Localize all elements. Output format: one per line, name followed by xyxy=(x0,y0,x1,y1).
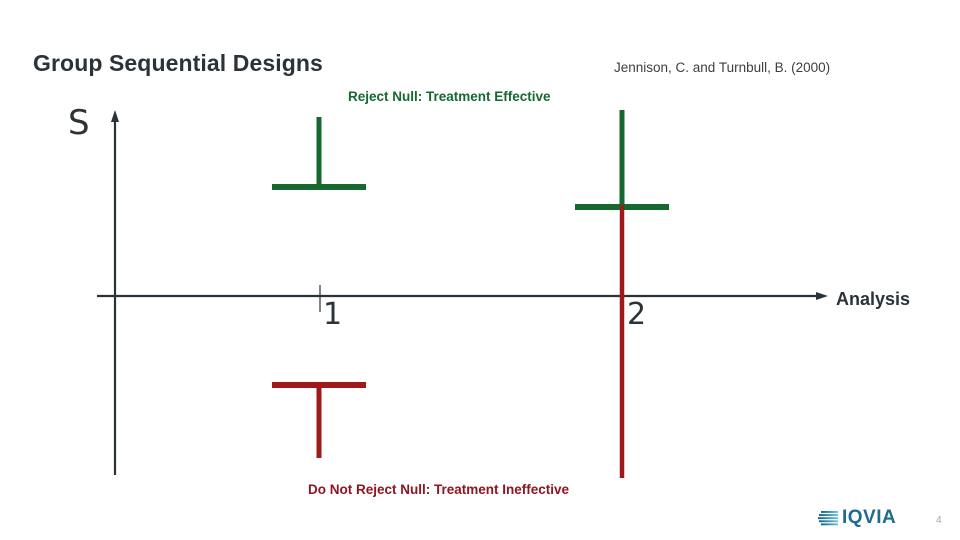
brand-logo: IQVIA xyxy=(818,506,896,530)
x-axis-label: Analysis xyxy=(836,289,911,309)
brand-name: IQVIA xyxy=(842,507,897,528)
x-axis-tick-label-2: 2 xyxy=(627,297,647,332)
x-axis-tick-label-1: 1 xyxy=(323,297,343,332)
page-title: Group Sequential Designs xyxy=(33,50,323,76)
x-axis xyxy=(97,292,828,300)
page-number: 4 xyxy=(936,515,942,526)
iqvia-bars-icon xyxy=(818,510,838,525)
upper-zone-label: Reject Null: Treatment Effective xyxy=(348,89,551,104)
x-axis-arrowhead xyxy=(816,292,828,300)
lower-zone-label: Do Not Reject Null: Treatment Ineffectiv… xyxy=(308,482,570,497)
citation-text: Jennison, C. and Turnbull, B. (2000) xyxy=(614,60,831,75)
upper-boundary-group xyxy=(272,110,669,210)
y-axis-arrowhead xyxy=(111,110,119,122)
lower-boundary-group xyxy=(272,205,625,478)
y-axis-label: S xyxy=(68,103,90,143)
y-axis xyxy=(111,110,119,475)
